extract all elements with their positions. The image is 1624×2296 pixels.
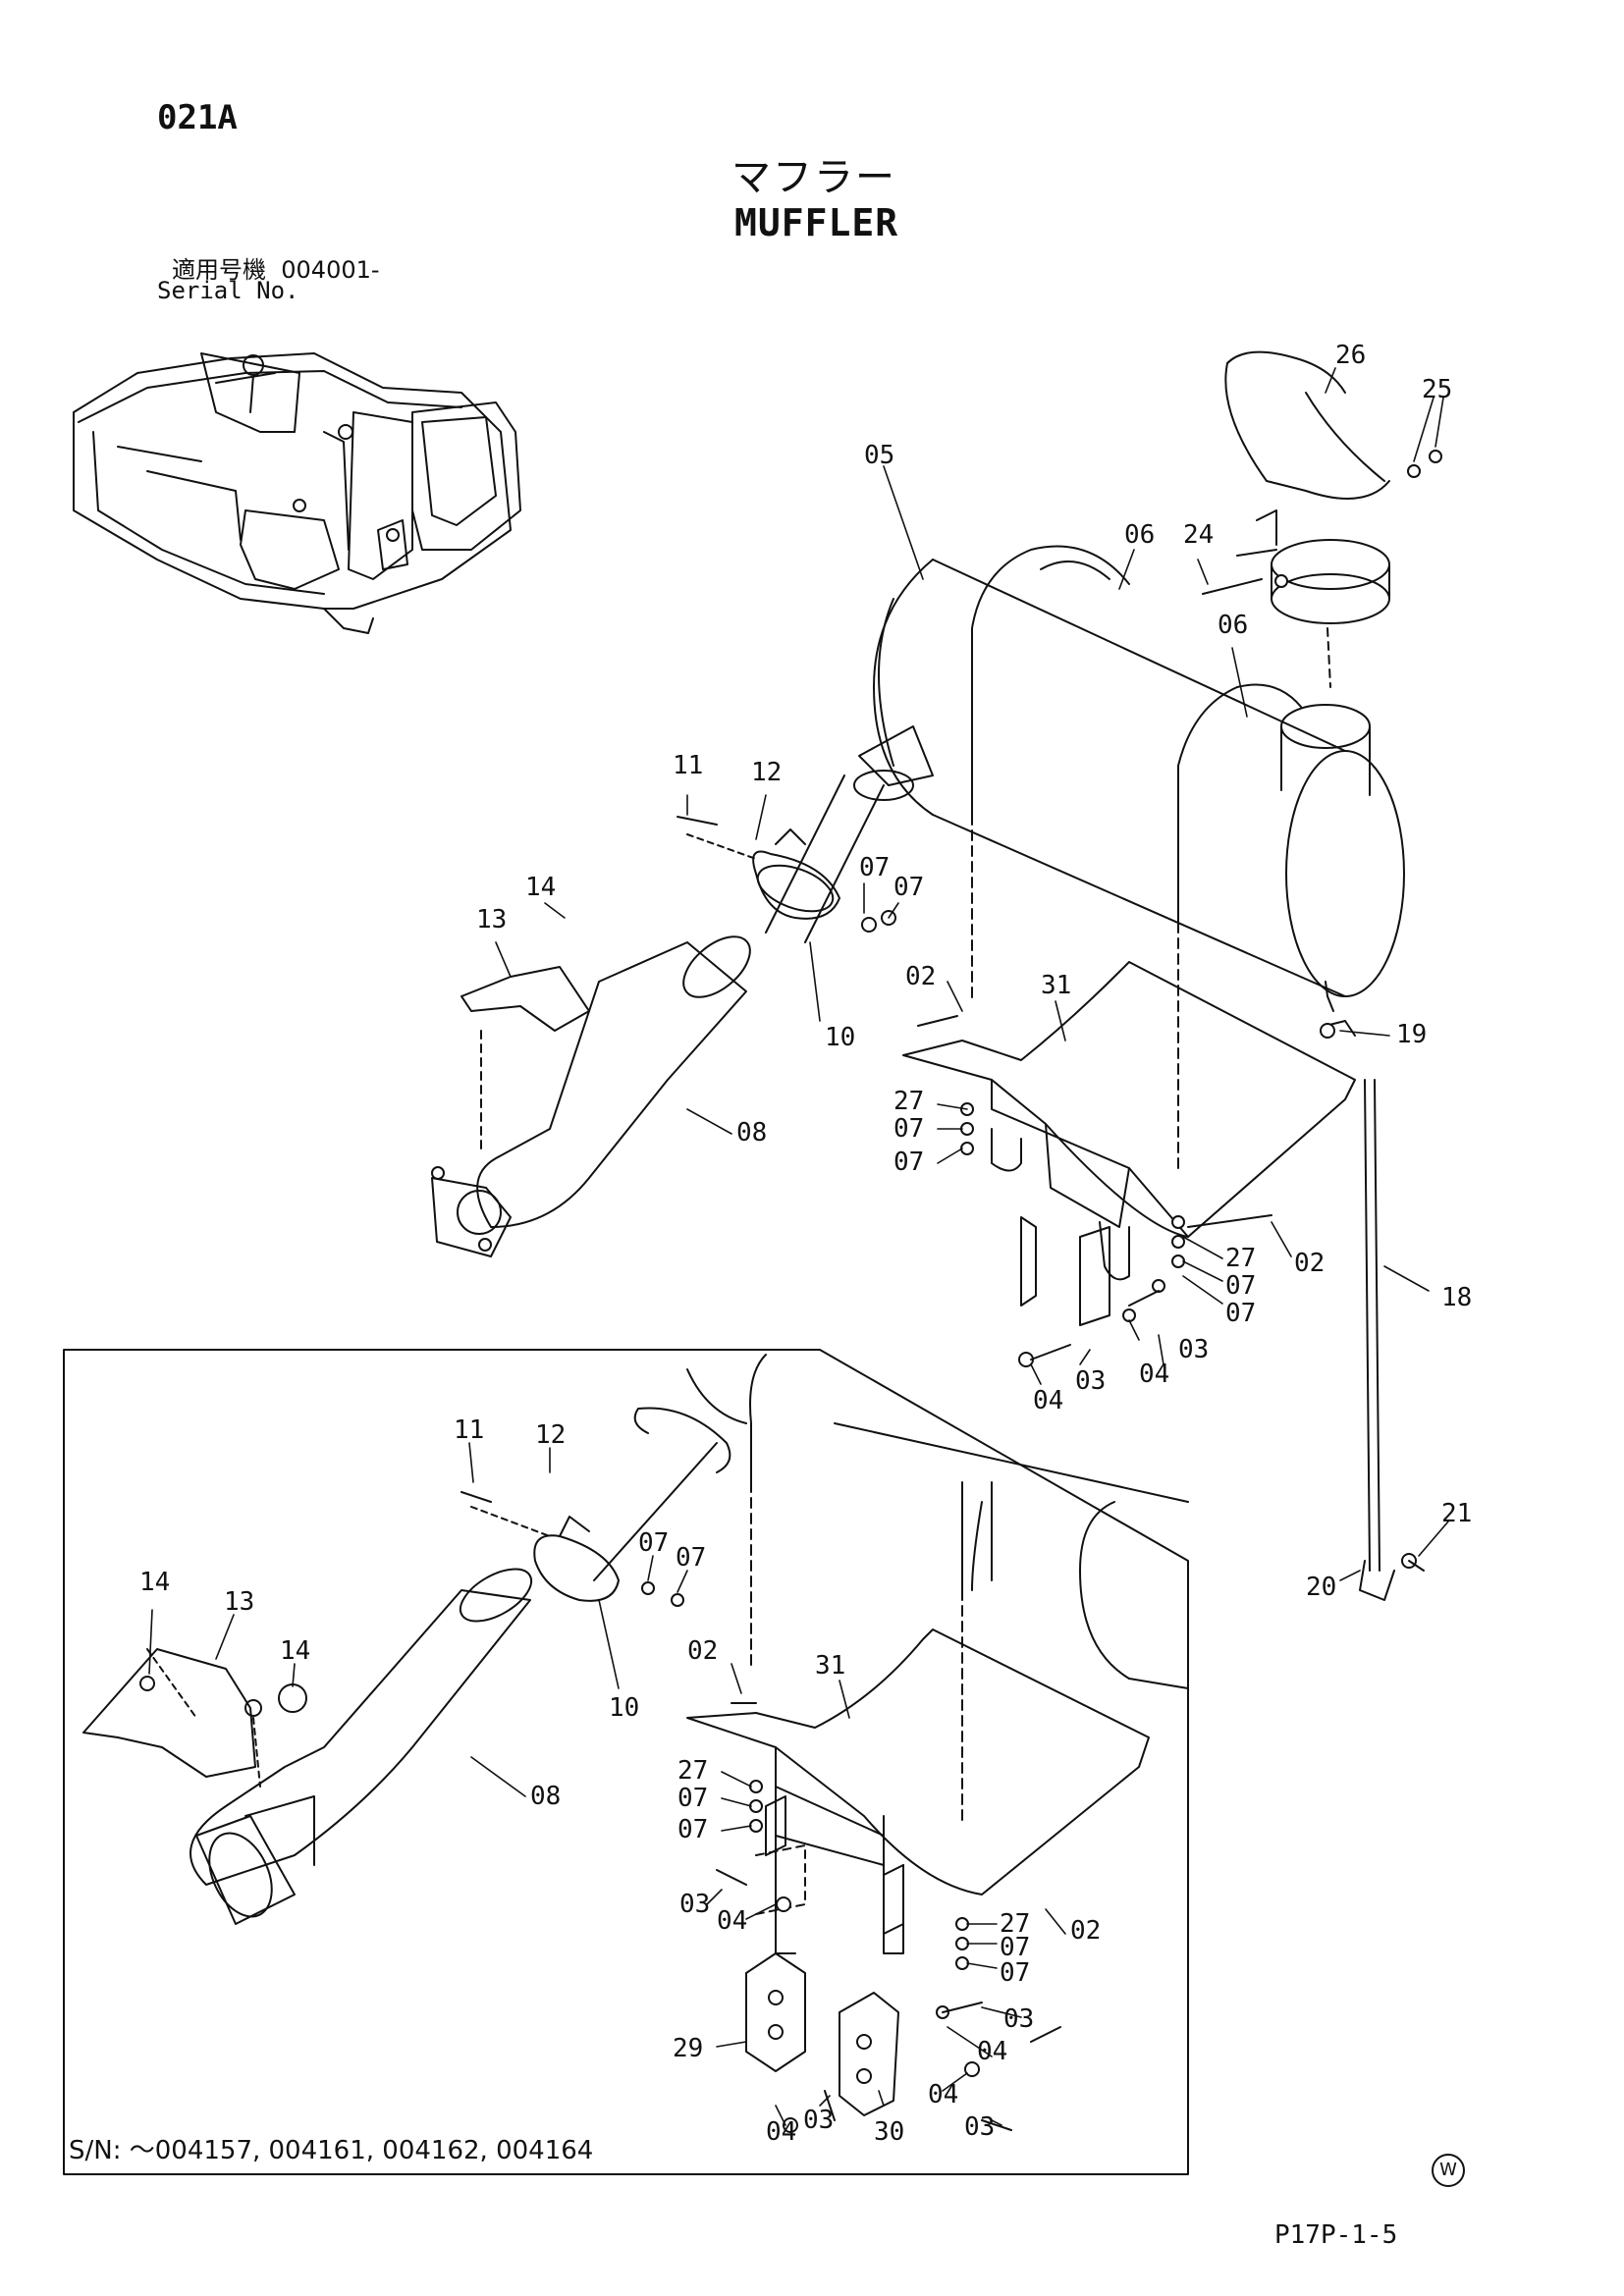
callout-10: 10 [825, 1023, 855, 1052]
callout-13: 13 [476, 905, 507, 934]
inset-callout-10: 10 [609, 1693, 639, 1723]
inset-callout-08: 08 [530, 1782, 561, 1811]
callouts-main [495, 367, 1444, 1385]
callout-06a: 06 [1124, 520, 1155, 550]
callout-25: 25 [1422, 375, 1452, 404]
inset-callout-02b: 02 [1070, 1916, 1101, 1946]
callout-07d: 07 [893, 1148, 924, 1177]
inset-callout-11: 11 [454, 1415, 484, 1445]
callout-02b: 02 [1294, 1249, 1325, 1278]
bolt-shafts [460, 578, 1425, 2131]
serial-label-jp-text: 適用号機 [172, 256, 266, 284]
tail-pipe [1224, 350, 1390, 688]
exhaust-pipe-inset [189, 1442, 718, 1925]
muffler-bracket-inset [686, 1481, 1150, 1954]
title-english: MUFFLER [734, 201, 899, 244]
bracket-30 [839, 1992, 899, 2116]
callout-03a: 03 [1075, 1366, 1106, 1396]
inset-callout-12: 12 [535, 1420, 566, 1450]
muffler-body [853, 545, 1405, 1012]
inset-callout-04a: 04 [717, 1906, 747, 1936]
bracket-29 [745, 1952, 806, 2072]
inset-callout-31: 31 [815, 1651, 845, 1681]
inset-callout-14a: 14 [139, 1568, 170, 1597]
callout-11: 11 [673, 751, 703, 780]
callout-05: 05 [864, 441, 894, 470]
callout-07c: 07 [893, 1114, 924, 1144]
callout-07e: 07 [1225, 1271, 1256, 1301]
inset-callout-03c: 03 [964, 2112, 995, 2142]
inset-frame [63, 1349, 1189, 2175]
callout-24: 24 [1183, 520, 1214, 550]
exhaust-pipe-upper [431, 774, 885, 1257]
support-stay [1325, 1020, 1395, 1601]
muffler-bracket-upper [902, 814, 1356, 1326]
callout-19: 19 [1396, 1020, 1427, 1049]
callout-04b: 04 [1139, 1360, 1169, 1389]
serial-label-jp: 適用号機 004001- [172, 250, 380, 285]
callout-20: 20 [1306, 1573, 1336, 1602]
callout-31: 31 [1041, 971, 1071, 1000]
heat-shield-upper [460, 966, 590, 1149]
inset-callout-13: 13 [224, 1587, 254, 1617]
muffler-body-inset [633, 1354, 1189, 1689]
inset-callout-14b: 14 [280, 1636, 310, 1666]
inset-callout-29: 29 [673, 2034, 703, 2063]
page-number: P17P-1-5 [1274, 2220, 1398, 2250]
inset-callout-07d: 07 [677, 1815, 708, 1844]
callout-07b: 07 [893, 873, 924, 902]
callout-07a: 07 [859, 853, 890, 882]
inset-callout-07c: 07 [677, 1784, 708, 1813]
callout-26: 26 [1335, 341, 1366, 370]
callout-02a: 02 [905, 962, 936, 991]
inset-callout-30: 30 [874, 2117, 904, 2147]
inset-callout-04d: 04 [766, 2117, 796, 2147]
callout-03b: 03 [1178, 1335, 1209, 1364]
inset-callout-07a: 07 [638, 1528, 669, 1558]
callout-07f: 07 [1225, 1299, 1256, 1328]
callout-text-inset: 11 12 07 07 14 13 14 10 02 31 08 27 07 0… [139, 1415, 1472, 2147]
callout-06b: 06 [1218, 611, 1248, 640]
inset-callout-07b: 07 [676, 1543, 706, 1573]
callout-08: 08 [736, 1118, 767, 1148]
serial-range-note: S/N: ～004157, 004161, 004162, 004164 [69, 2136, 594, 2165]
callout-21: 21 [1441, 1499, 1472, 1528]
inset-callout-07f: 07 [1000, 1958, 1030, 1988]
heat-shield-inset [82, 1648, 307, 1788]
callout-14: 14 [525, 873, 556, 902]
callout-27b: 27 [1225, 1244, 1256, 1273]
inset-callout-27b: 27 [1000, 1909, 1030, 1939]
serial-value: 004001- [281, 256, 380, 284]
machine-overview-illustration [73, 352, 521, 634]
serial-label-en: Serial No. [157, 277, 299, 304]
title-japanese: マフラー [731, 155, 896, 200]
inset-callout-03d: 03 [803, 2106, 834, 2135]
callout-04a: 04 [1033, 1386, 1063, 1415]
callout-27a: 27 [893, 1087, 924, 1116]
page-code: 021A [157, 98, 238, 137]
callout-12: 12 [751, 758, 782, 787]
inset-callout-02a: 02 [687, 1636, 718, 1666]
w-mark-icon: W [1432, 2154, 1465, 2187]
callouts-inset [148, 1442, 1449, 2126]
inset-callout-07e: 07 [1000, 1933, 1030, 1962]
inset-callout-04c: 04 [928, 2080, 958, 2109]
inset-callout-03a: 03 [679, 1890, 710, 1919]
inset-callout-03b: 03 [1003, 2004, 1034, 2034]
callout-18: 18 [1441, 1283, 1472, 1312]
inset-callout-04b: 04 [977, 2037, 1007, 2066]
inset-callout-27a: 27 [677, 1756, 708, 1786]
callout-text-main: 26 25 05 06 24 06 11 12 14 13 07 07 10 0… [476, 341, 1472, 1415]
